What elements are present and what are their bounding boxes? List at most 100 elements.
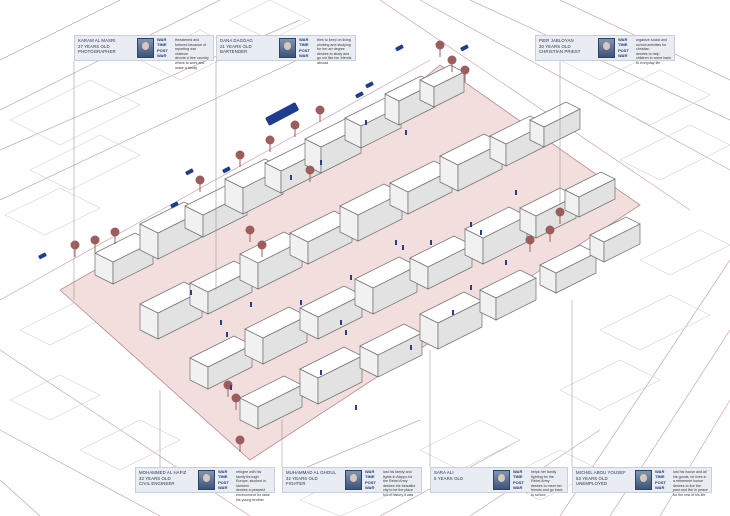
person-icon <box>405 130 407 135</box>
person-icon <box>365 120 367 125</box>
profile-name: SARA ALI <box>434 470 454 475</box>
building-roof <box>564 171 616 198</box>
person-icon <box>190 290 192 295</box>
palm-canopy <box>231 393 241 403</box>
war-time-text: lost his house and all his goods, he liv… <box>673 470 707 484</box>
car-icon <box>395 44 404 52</box>
palm-canopy <box>460 65 470 75</box>
post-war-label: POST WAR <box>299 47 310 58</box>
person-icon <box>250 302 252 307</box>
palm-canopy <box>305 165 315 175</box>
war-time-text: lost his family and fights in Aleppo for… <box>383 470 413 484</box>
palm-tree-icon <box>231 393 241 410</box>
residential-building-blocks <box>94 64 641 430</box>
portrait-photo-icon <box>493 470 510 490</box>
person-icon <box>345 330 347 335</box>
post-war-label: POST WAR <box>157 47 168 58</box>
car-icon <box>38 252 47 260</box>
palm-canopy <box>235 150 245 160</box>
war-time-label: WAR TIME <box>618 37 628 48</box>
palm-tree-icon <box>315 105 325 122</box>
person-icon <box>320 160 322 165</box>
post-war-label: POST WAR <box>618 47 629 58</box>
person-icon <box>355 405 357 410</box>
palm-canopy <box>315 105 325 115</box>
palm-canopy <box>435 40 445 50</box>
profile-age: 27 YEARS OLD <box>78 43 110 49</box>
profile-job: FIGHTER <box>286 481 306 487</box>
person-icon <box>430 240 432 245</box>
portrait-photo-icon <box>598 38 615 58</box>
palm-tree-icon <box>447 55 457 72</box>
post-war-text: devote a free country where to work and … <box>175 56 209 70</box>
palm-canopy <box>545 225 555 235</box>
war-time-text: helps her family fighting for the Rebel … <box>531 470 557 484</box>
palm-tree-icon <box>110 227 120 244</box>
post-war-text: desires to meet her friends and go back … <box>531 483 563 497</box>
profile-name: PIER JABLOYAN <box>539 38 574 43</box>
profile-job: PHOTOGRAPHER <box>78 49 116 55</box>
palm-canopy <box>195 175 205 185</box>
car-icon <box>365 81 374 89</box>
person-icon <box>402 245 404 250</box>
profile-job: CIVIL ENGINEER <box>139 481 175 487</box>
war-time-label: WAR TIME <box>299 37 309 48</box>
palm-canopy <box>265 135 275 145</box>
war-time-label: WAR TIME <box>365 469 375 480</box>
war-time-label: WAR TIME <box>655 469 665 480</box>
war-time-label: WAR TIME <box>157 37 167 48</box>
palm-canopy <box>90 235 100 245</box>
palm-tree-icon <box>525 235 535 252</box>
person-icon <box>340 320 342 325</box>
war-time-label: WAR TIME <box>513 469 523 480</box>
palm-tree-icon <box>435 40 445 57</box>
palm-tree-icon <box>90 235 100 252</box>
war-time-text: threatened and tortured because of repor… <box>175 38 206 56</box>
building-roof <box>479 269 537 299</box>
callout-leader-lines <box>73 61 573 467</box>
person-icon <box>470 222 472 227</box>
palm-canopy <box>110 227 120 237</box>
profile-name: MUHAMMAD AL GHOUL <box>286 470 337 475</box>
profile-age: 5 YEARS OLD <box>434 475 464 481</box>
person-icon <box>395 240 397 245</box>
palm-canopy <box>555 207 565 217</box>
portrait-photo-icon <box>345 470 362 490</box>
war-time-text: organize social and school activities fo… <box>636 38 667 52</box>
person-icon <box>515 190 517 195</box>
building-roof <box>529 101 581 128</box>
post-war-text: desires the beautiful city to be the pla… <box>383 483 416 497</box>
person-icon <box>220 320 222 325</box>
palm-canopy <box>447 55 457 65</box>
post-war-text: desires to help children to come back to… <box>636 51 671 65</box>
portrait-photo-icon <box>635 470 652 490</box>
palm-tree-icon <box>257 240 267 257</box>
portrait-photo-icon <box>198 470 215 490</box>
palm-canopy <box>525 235 535 245</box>
person-icon <box>350 275 352 280</box>
palm-tree-icon <box>545 225 555 242</box>
person-icon <box>230 385 232 390</box>
post-war-text: desires to study and go out like her fri… <box>317 51 352 65</box>
profile-name: KARAM AL MASRI <box>78 38 116 43</box>
palm-canopy <box>257 240 267 250</box>
palm-canopy <box>70 240 80 250</box>
profile-name: MOHAMMED AL HAFIZ <box>139 470 187 475</box>
palm-tree-icon <box>70 240 80 257</box>
profile-age: 30 YEARS OLD <box>539 43 571 49</box>
palm-tree-icon <box>235 435 245 452</box>
car-icon <box>222 166 231 174</box>
person-icon <box>290 175 292 180</box>
profile-job: BARTENDER <box>220 49 248 55</box>
palm-canopy <box>290 120 300 130</box>
palm-canopy <box>245 225 255 235</box>
profile-job: CHRISTIAN PRIEST <box>539 49 581 55</box>
profile-age: 53 YEARS OLD <box>576 475 608 481</box>
portrait-photo-icon <box>137 38 154 58</box>
